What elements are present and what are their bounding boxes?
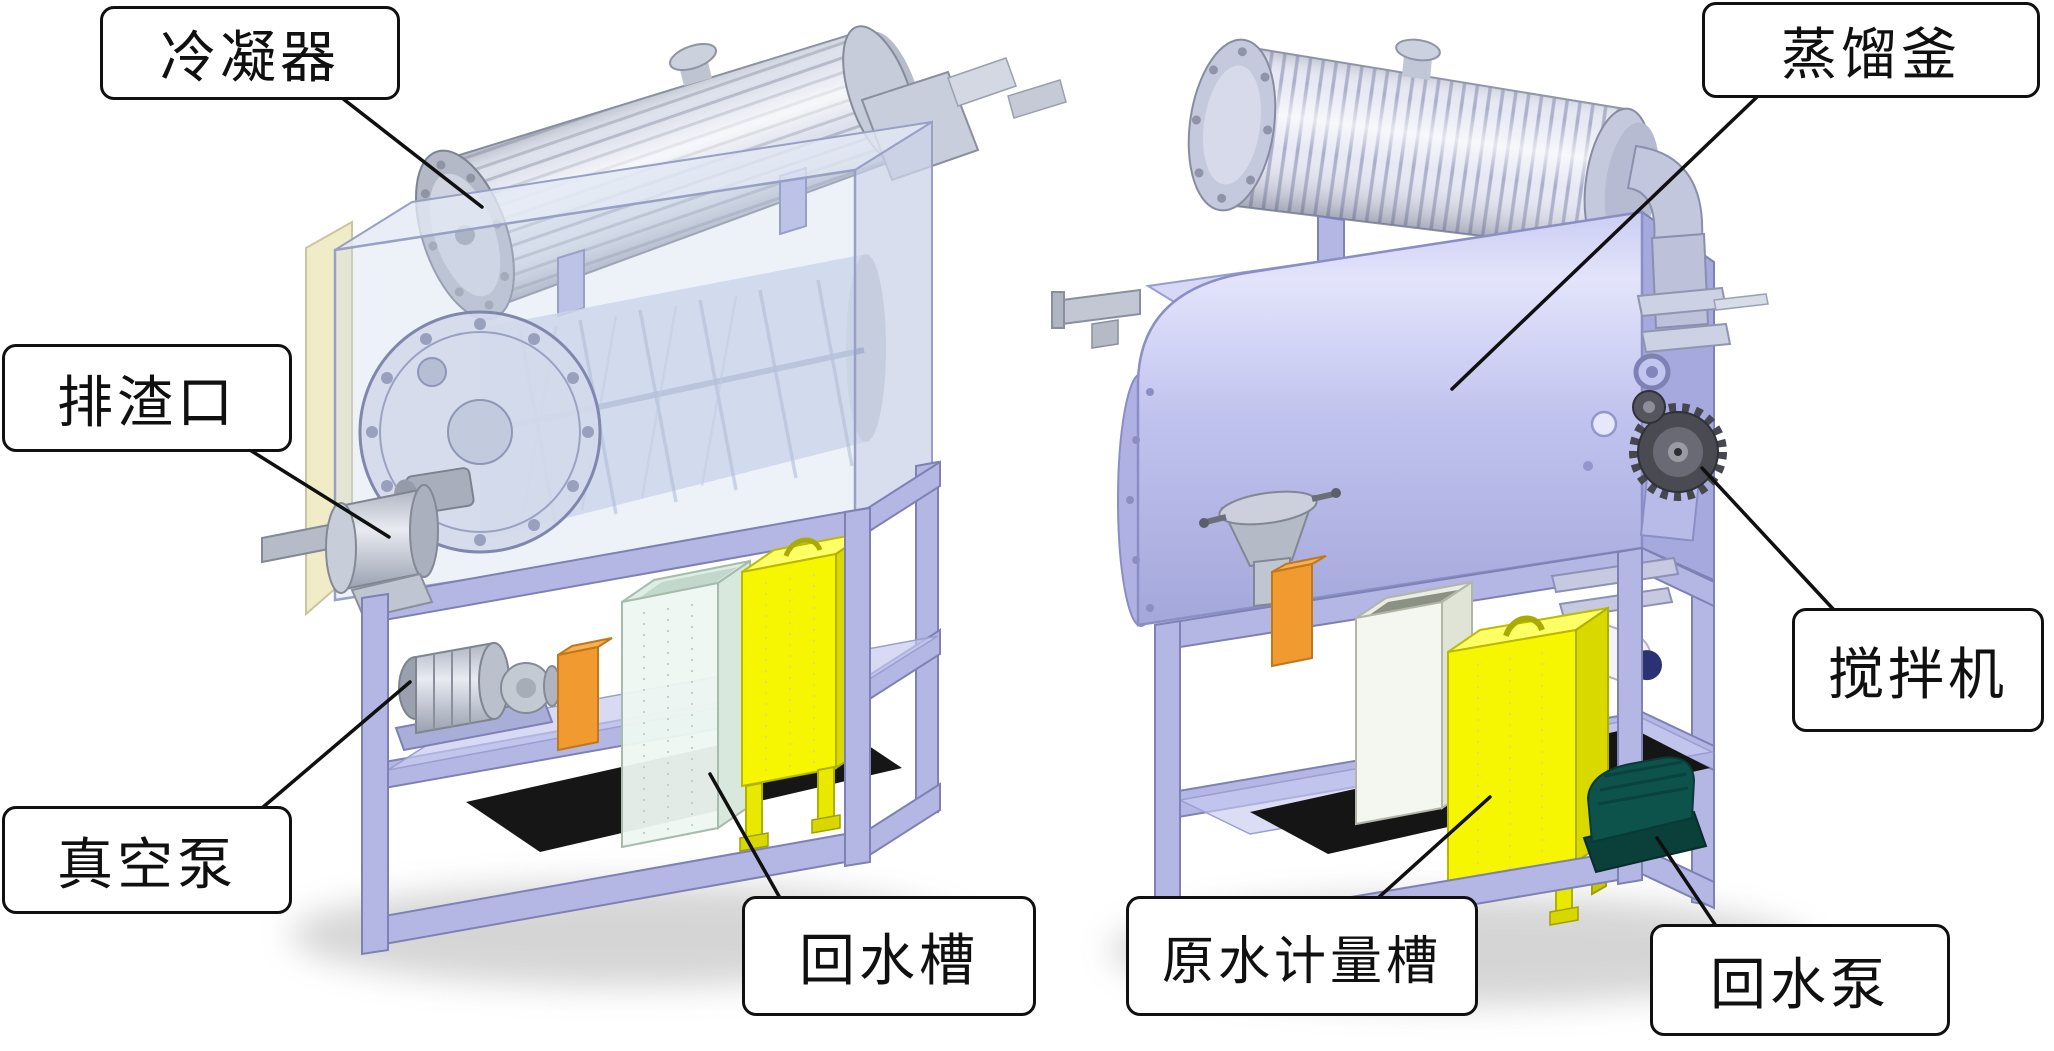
label-distillation-kettle: 蒸馏釜 [1702,2,2040,98]
leader-condenser [340,96,484,209]
label-return-water-pump-text: 回水泵 [1710,952,1890,1016]
label-distillation-kettle-text: 蒸馏釜 [1781,22,1961,86]
label-return-water-tank-text: 回水槽 [799,928,979,992]
label-slag-outlet-text: 排渣口 [57,370,237,434]
leader-agitator [1700,466,1836,612]
orange-control-box-right [1271,555,1327,668]
vapor-duct [1626,144,1769,354]
label-return-water-pump: 回水泵 [1650,924,1950,1036]
label-slag-outlet: 排渣口 [2,344,292,452]
condenser-illustration-right [1187,38,1660,257]
label-vacuum-pump-text: 真空泵 [57,832,237,896]
label-raw-water-metering-tank: 原水计量槽 [1126,896,1478,1016]
label-condenser-text: 冷凝器 [160,25,340,89]
left-machine-illustration [261,25,1067,956]
label-raw-water-metering-tank-text: 原水计量槽 [1161,932,1442,991]
leader-return-tank [708,772,782,900]
leader-kettle [1450,94,1760,391]
label-agitator: 搅拌机 [1792,608,2044,732]
leader-slag-outlet [248,448,391,539]
label-agitator-text: 搅拌机 [1828,642,2008,706]
stand-frame-left-front [361,506,871,956]
leader-vacuum-pump [260,680,412,810]
return-water-tank-illustration [621,559,751,849]
leader-return-pump [1655,836,1718,928]
return-water-pump-illustration [1582,756,1708,874]
leader-raw-water-tank [1376,795,1492,900]
leader-lines [248,94,1836,928]
right-machine-illustration [1051,38,1769,964]
label-return-water-tank: 回水槽 [742,896,1036,1016]
vacuum-pump-illustration [394,641,561,752]
agitator-gear-illustration [1629,390,1727,501]
orange-control-box [557,637,613,752]
label-vacuum-pump: 真空泵 [2,806,292,914]
label-condenser: 冷凝器 [100,6,400,100]
slag-outlet-illustration [261,484,439,620]
